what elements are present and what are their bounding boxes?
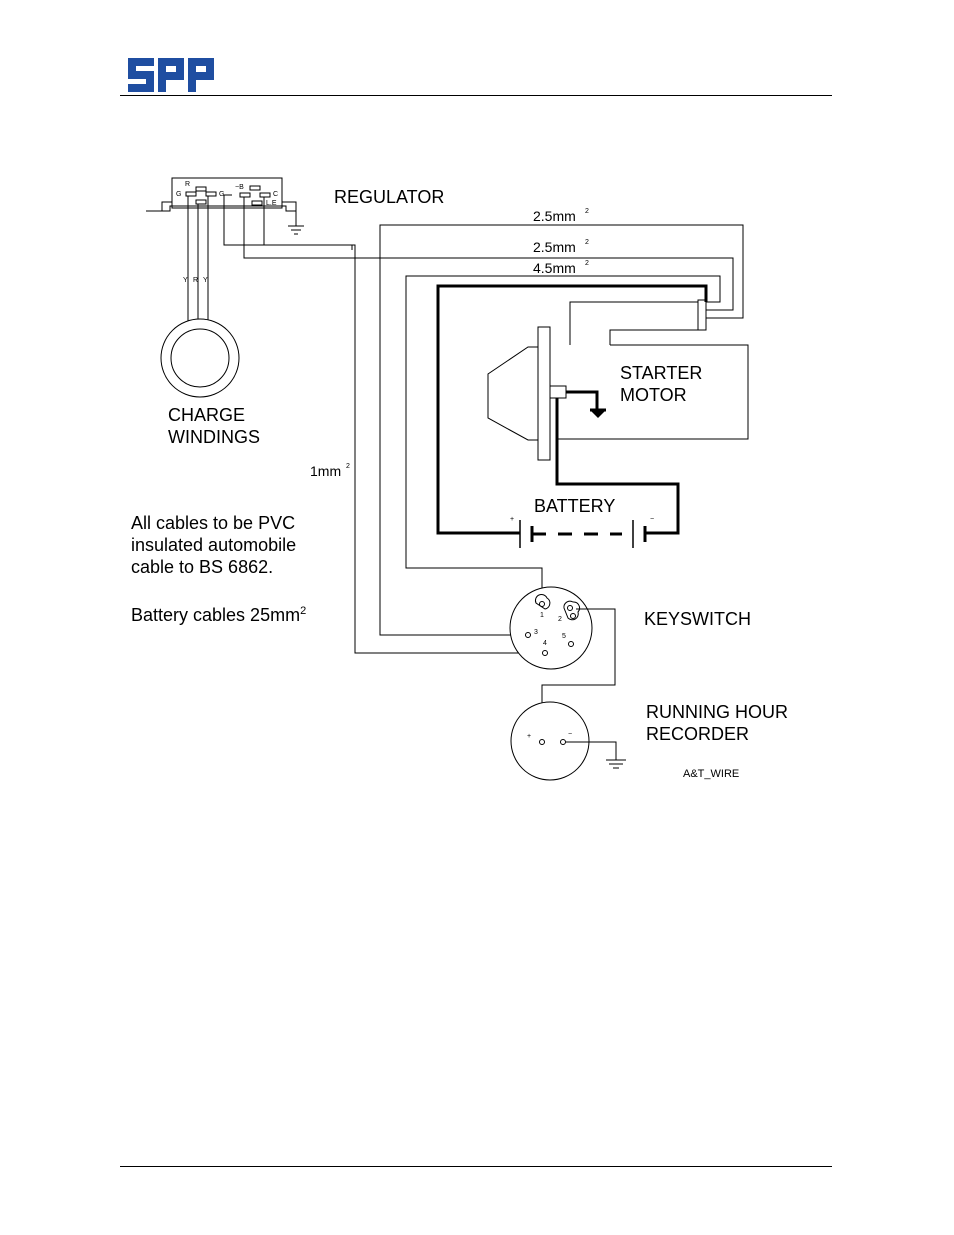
- label-keyswitch: KEYSWITCH: [644, 609, 751, 629]
- drawing-reference: A&T_WIRE: [683, 768, 739, 780]
- terminal-g-right: G: [219, 191, 224, 198]
- label-starter-motor-2: MOTOR: [620, 385, 687, 405]
- wire-size-2.5-upper: 2.5mm: [533, 208, 576, 224]
- label-charge-windings-1: CHARGE: [168, 405, 245, 425]
- terminal-c: C: [273, 191, 278, 198]
- battery-icon: [520, 520, 645, 548]
- keyswitch-terminal-5: 5: [562, 633, 566, 640]
- running-hour-recorder-icon: [511, 702, 626, 780]
- keyswitch-terminal-3: 3: [534, 629, 538, 636]
- starter-motor-icon: [488, 300, 748, 460]
- note-line-4-text: Battery cables 25mm: [131, 605, 300, 625]
- label-running-hour-1: RUNNING HOUR: [646, 702, 788, 722]
- label-starter-motor-1: STARTER: [620, 363, 702, 383]
- note-line-4: Battery cables 25mm2: [131, 600, 306, 626]
- wire-y2: Y: [203, 277, 208, 284]
- battery-plus: +: [510, 516, 514, 523]
- charge-winding-wires: [188, 196, 208, 322]
- note-line-3: cable to BS 6862.: [131, 556, 306, 578]
- wire-size-4.5: 4.5mm: [533, 260, 576, 276]
- terminal-neg-b: −B: [235, 184, 244, 191]
- keyswitch-icon: [510, 587, 592, 669]
- label-battery: BATTERY: [534, 496, 615, 516]
- terminal-r: R: [185, 181, 190, 188]
- terminal-g-left: G: [176, 191, 181, 198]
- note-line-1: All cables to be PVC: [131, 512, 306, 534]
- wire-size-sup: 2: [585, 208, 589, 215]
- label-running-hour-2: RECORDER: [646, 724, 749, 744]
- charge-windings-icon: [161, 319, 239, 397]
- starter-ground-icon: [590, 410, 606, 418]
- note-line-2: insulated automobile: [131, 534, 306, 556]
- terminal-le: L.E: [266, 200, 277, 207]
- wire-size-sup: 2: [585, 260, 589, 267]
- keyswitch-terminal-2: 2: [558, 616, 562, 623]
- wire-4.5mm: [406, 276, 720, 600]
- wire-y1: Y: [183, 277, 188, 284]
- wire-size-sup: 2: [346, 463, 350, 470]
- battery-minus: −: [650, 516, 654, 523]
- wire-size-2.5-lower: 2.5mm: [533, 239, 576, 255]
- note-gap: [131, 578, 306, 600]
- keyswitch-terminal-1: 1: [540, 612, 544, 619]
- cable-notes: All cables to be PVC insulated automobil…: [131, 512, 306, 626]
- label-regulator: REGULATOR: [334, 187, 444, 207]
- label-charge-windings-2: WINDINGS: [168, 427, 260, 447]
- wire-size-1mm: 1mm: [310, 463, 341, 479]
- wire-r: R: [193, 277, 198, 284]
- note-line-4-sup: 2: [300, 605, 306, 617]
- wire-2.5mm-lower: [244, 197, 733, 310]
- regulator-ground-icon: [288, 208, 304, 234]
- recorder-minus: −: [568, 731, 572, 738]
- wire-size-sup: 2: [585, 239, 589, 246]
- recorder-plus: +: [527, 733, 531, 740]
- keyswitch-terminal-4: 4: [543, 640, 547, 647]
